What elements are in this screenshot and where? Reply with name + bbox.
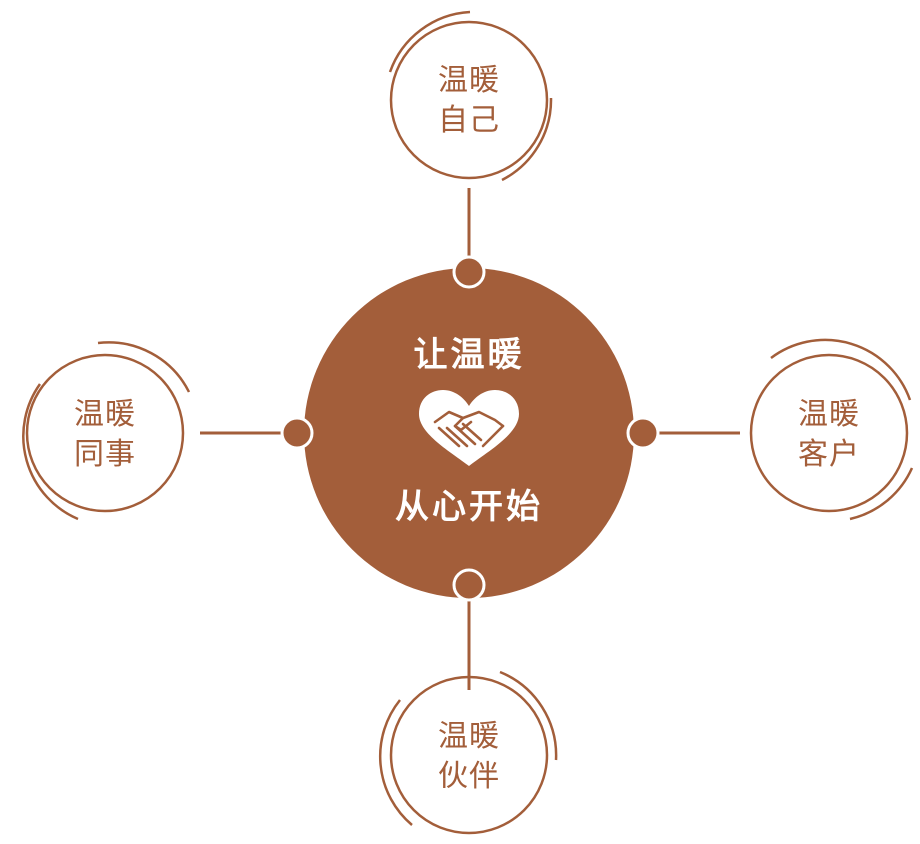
junction-dot-left: [280, 416, 314, 450]
center-title-top: 让温暖: [414, 335, 525, 375]
node-right-inner-ring: [749, 353, 909, 513]
node-left-line2: 同事: [74, 437, 136, 472]
node-left-inner-ring: [25, 353, 185, 513]
node-bottom-outer-arc-2: [499, 670, 558, 761]
node-top-line1: 温暖: [438, 63, 500, 98]
node-left-outer-arc-2: [97, 341, 191, 393]
junction-dot-top: [452, 255, 486, 289]
node-right-line1: 温暖: [798, 397, 860, 432]
junction-dot-right: [626, 416, 660, 450]
node-bottom-line2: 伙伴: [438, 759, 500, 794]
node-bottom-line1: 温暖: [438, 719, 500, 754]
node-top-outer-arc: [388, 10, 471, 73]
center-title-bottom: 从心开始: [395, 487, 543, 527]
node-right: 温暖 客户: [749, 338, 914, 521]
heart-handshake-icon: [419, 390, 519, 466]
node-right-line2: 客户: [798, 437, 860, 472]
node-bottom-outer-arc: [378, 699, 413, 826]
node-left-line1: 温暖: [74, 397, 136, 432]
junction-dot-bottom: [452, 568, 486, 602]
node-left-outer-arc: [22, 383, 79, 521]
node-bottom-inner-ring: [389, 675, 549, 835]
node-top: 温暖 自己: [388, 10, 553, 182]
node-bottom: 温暖 伙伴: [378, 670, 558, 835]
center-node: 让温暖 从心开始: [280, 255, 660, 602]
node-left: 温暖 同事: [22, 341, 191, 521]
node-top-outer-arc-2: [501, 97, 553, 182]
node-right-outer-arc: [770, 338, 912, 401]
node-right-outer-arc-2: [849, 467, 914, 521]
node-top-line2: 自己: [438, 103, 500, 138]
node-top-inner-ring: [389, 20, 549, 180]
